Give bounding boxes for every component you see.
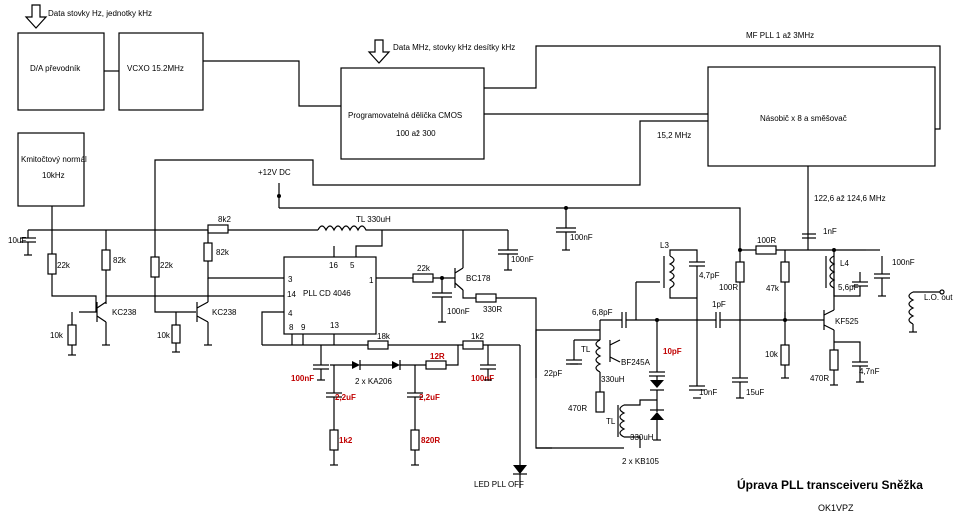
block-da-label: D/A převodník bbox=[30, 64, 81, 73]
kb105-label: 2 x KB105 bbox=[622, 457, 659, 466]
r12r-label: 12R bbox=[430, 352, 445, 361]
r470-b-label: 470R bbox=[810, 374, 829, 383]
c10u-label: 10uF bbox=[8, 236, 26, 245]
data-hz-label: Data stovky Hz, jednotky kHz bbox=[48, 9, 152, 18]
c100n-red-a-label: 100nF bbox=[291, 374, 314, 383]
r100-a-label: 100R bbox=[719, 283, 738, 292]
l3-label: L3 bbox=[660, 241, 669, 250]
r10k-c-label: 10k bbox=[765, 350, 779, 359]
c68p-label: 6,8pF bbox=[592, 308, 613, 317]
block-da: D/A převodník bbox=[17, 32, 105, 111]
r330-label: 330R bbox=[483, 305, 502, 314]
c100n-d-label: 100nF bbox=[892, 258, 915, 267]
led-label: LED PLL OFF bbox=[474, 480, 524, 489]
freq-122-label: 122,6 až 124,6 MHz bbox=[814, 194, 886, 203]
pin-13: 13 bbox=[330, 321, 339, 330]
author-label: OK1VPZ bbox=[818, 503, 854, 513]
block-vcxo: VCXO 15.2MHz bbox=[118, 32, 204, 111]
block-divider: Programovatelná dělička CMOS 100 až 300 bbox=[340, 67, 485, 160]
c100n-a-label: 100nF bbox=[570, 233, 593, 242]
c10n-label: 10nF bbox=[699, 388, 717, 397]
data-arrow-mhz: Data MHz, stovky kHz desítky kHz bbox=[367, 39, 515, 64]
l330-a-label: 330uH bbox=[601, 375, 625, 384]
c1n-label: 1nF bbox=[823, 227, 837, 236]
t-kc238-a-label: KC238 bbox=[112, 308, 137, 317]
supply-label: +12V DC bbox=[258, 168, 291, 177]
r82k-a-label: 82k bbox=[113, 256, 127, 265]
tl330-label: TL 330uH bbox=[356, 215, 391, 224]
tl-b-label: TL bbox=[606, 417, 616, 426]
r820-label: 820R bbox=[421, 436, 440, 445]
c47n-label: 4,7nF bbox=[859, 367, 880, 376]
block-divider-label: Programovatelná dělička CMOS bbox=[348, 111, 462, 120]
r22k-c-label: 22k bbox=[417, 264, 431, 273]
tl-a-label: TL bbox=[581, 345, 591, 354]
pin-5: 5 bbox=[350, 261, 355, 270]
block-divider-range: 100 až 300 bbox=[396, 129, 436, 138]
t-bc178-label: BC178 bbox=[466, 274, 491, 283]
data-arrow-hz: Data stovky Hz, jednotky kHz bbox=[24, 4, 152, 29]
r10k-a-label: 10k bbox=[50, 331, 64, 340]
r47k-label: 47k bbox=[766, 284, 780, 293]
freq-152-label: 15,2 MHz bbox=[657, 131, 691, 140]
r18k-label: 18k bbox=[377, 332, 391, 341]
data-mhz-label: Data MHz, stovky kHz desítky kHz bbox=[393, 43, 515, 52]
lo-out-label: L.O. out bbox=[924, 293, 953, 302]
c10p-label: 10pF bbox=[663, 347, 682, 356]
pin-3: 3 bbox=[288, 275, 293, 284]
c22u-a-label: 2,2uF bbox=[335, 393, 356, 402]
mf-pll-label: MF PLL 1 až 3MHz bbox=[746, 31, 814, 40]
pll-chip-label: PLL CD 4046 bbox=[303, 289, 351, 298]
block-reference-label: Kmitočtový normál bbox=[21, 155, 87, 164]
r10k-b-label: 10k bbox=[157, 331, 171, 340]
l330-b-label: 330uH bbox=[630, 433, 654, 442]
block-vcxo-label: VCXO 15.2MHz bbox=[127, 64, 184, 73]
t-bf245-label: BF245A bbox=[621, 358, 651, 367]
r1k2-red-label: 1k2 bbox=[339, 436, 353, 445]
ground-stubs bbox=[24, 249, 917, 466]
r22k-b-label: 22k bbox=[160, 261, 174, 270]
pll-chip: PLL CD 4046 3 14 4 8 9 13 16 5 1 bbox=[283, 256, 377, 335]
t-kf525-label: KF525 bbox=[835, 317, 859, 326]
block-reference-freq: 10kHz bbox=[42, 171, 65, 180]
pin-1: 1 bbox=[369, 276, 374, 285]
pin-8: 8 bbox=[289, 323, 294, 332]
r470-a-label: 470R bbox=[568, 404, 587, 413]
pin-16: 16 bbox=[329, 261, 338, 270]
c56p-label: 5,6pF bbox=[838, 283, 859, 292]
block-multiplier: Násobič x 8 a směšovač bbox=[707, 66, 936, 167]
c1p-label: 1pF bbox=[712, 300, 726, 309]
block-multiplier-label: Násobič x 8 a směšovač bbox=[760, 114, 847, 123]
diagram-title: Úprava PLL transceiveru Sněžka bbox=[737, 477, 923, 492]
l4-label: L4 bbox=[840, 259, 849, 268]
r1k2-label: 1k2 bbox=[471, 332, 484, 341]
pin-4: 4 bbox=[288, 309, 293, 318]
r100-b-label: 100R bbox=[757, 236, 776, 245]
c22p-label: 22pF bbox=[544, 369, 562, 378]
c22u-b-label: 2,2uF bbox=[419, 393, 440, 402]
block-reference: Kmitočtový normál 10kHz bbox=[17, 132, 87, 207]
r8k2-label: 8k2 bbox=[218, 215, 231, 224]
t-kc238-b-label: KC238 bbox=[212, 308, 237, 317]
pin-9: 9 bbox=[301, 323, 306, 332]
c100n-c-label: 100nF bbox=[447, 307, 470, 316]
c100n-red-b-label: 100nF bbox=[471, 374, 494, 383]
c15u-label: 15uF bbox=[746, 388, 764, 397]
c47p-label: 4,7pF bbox=[699, 271, 720, 280]
d-ka206-label: 2 x KA206 bbox=[355, 377, 392, 386]
r22k-a-label: 22k bbox=[57, 261, 71, 270]
c100n-b-label: 100nF bbox=[511, 255, 534, 264]
pin-14: 14 bbox=[287, 290, 296, 299]
r82k-b-label: 82k bbox=[216, 248, 230, 257]
